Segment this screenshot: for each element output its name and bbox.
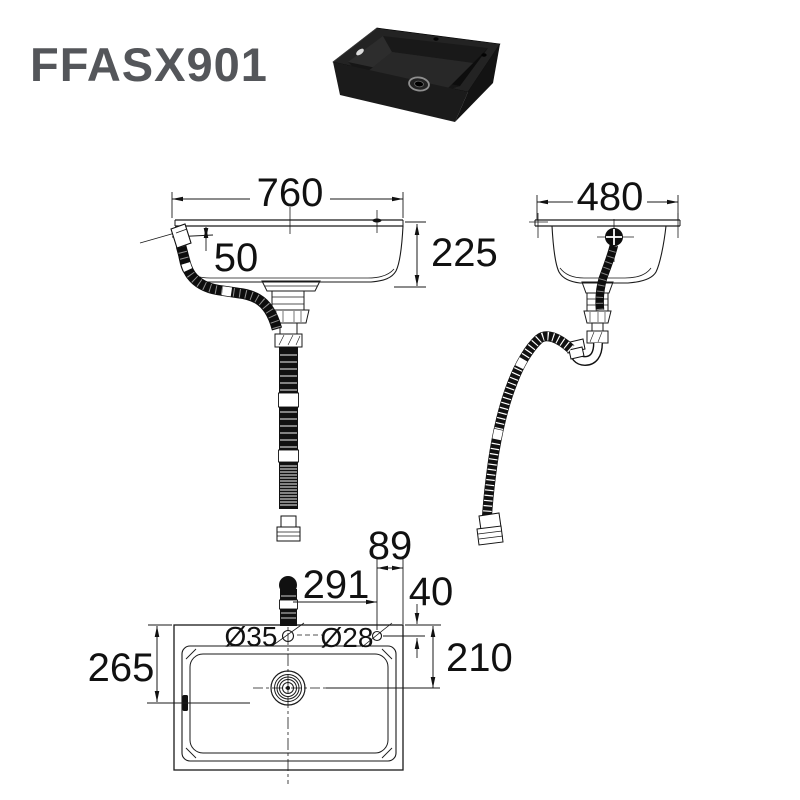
front-accessory-hole: [372, 218, 382, 223]
side-overflow-hose: [595, 243, 619, 311]
dim-front-depth: 225: [431, 231, 498, 275]
dim-hole-back-offset: 40: [409, 570, 454, 614]
plan-faucet-hole: [281, 629, 295, 643]
plan-hose-stub: [279, 576, 298, 626]
side-drain-hose: [476, 331, 575, 546]
dim-overflow-drop: 50: [214, 236, 259, 280]
dim-overflow-back-offset: 265: [88, 646, 155, 690]
front-overflow-hose: [170, 223, 283, 331]
top-view: Ø35 Ø28 89 291 40 210 2: [88, 524, 513, 784]
plan-drain: [253, 670, 326, 706]
front-drain-hose: [276, 347, 301, 542]
front-view: 760 50 225: [139, 171, 498, 542]
dim-hole-spacing: 291: [303, 563, 370, 607]
product-photo: [332, 27, 501, 122]
dim-drain-back-offset: 210: [446, 636, 513, 680]
dim-side-width: 480: [577, 175, 644, 219]
label-accessory-hole-dia: Ø28: [321, 622, 374, 653]
label-faucet-hole-dia: Ø35: [225, 621, 278, 652]
side-view: 480: [476, 175, 681, 546]
photo-overflow-hole: [356, 48, 364, 56]
photo-drain: [408, 76, 430, 92]
product-code-title: FFASX901: [30, 38, 268, 91]
plan-accessory-hole: [371, 630, 383, 642]
dim-hole-to-edge: 89: [368, 524, 413, 568]
